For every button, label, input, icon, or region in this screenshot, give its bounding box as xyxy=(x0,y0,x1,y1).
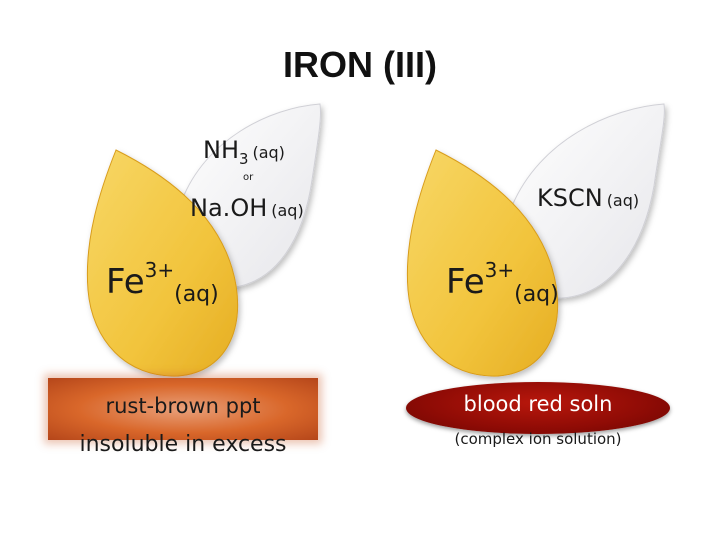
kscn-state: (aq) xyxy=(606,191,640,210)
left-reagent-nh3: NH3(aq) xyxy=(203,136,285,168)
insoluble-in-excess-text: insoluble in excess xyxy=(79,432,287,457)
blood-red-soln-text: blood red soln xyxy=(463,392,613,416)
nh3-subscript: 3 xyxy=(239,149,249,168)
or-connector: or xyxy=(243,172,254,183)
naoh-part2: OH xyxy=(230,194,268,222)
naoh-part1: Na xyxy=(190,194,223,222)
left-fe-symbol: Fe xyxy=(106,262,145,302)
naoh-state: (aq) xyxy=(271,201,304,220)
complex-ion-solution-text: (complex ion solution) xyxy=(454,430,622,448)
right-leaf-group xyxy=(406,103,665,377)
left-leaf-group xyxy=(86,103,321,377)
left-fe-charge: 3+ xyxy=(144,258,175,282)
left-reagent-naoh: Na.OH(aq) xyxy=(190,194,304,222)
nh3-state: (aq) xyxy=(252,143,285,162)
page-title: IRON (III) xyxy=(283,44,437,85)
right-reagent-kscn: KSCN(aq) xyxy=(537,184,639,212)
right-fe-symbol: Fe xyxy=(446,262,485,302)
rust-brown-result-box xyxy=(48,378,318,440)
right-fe-charge: 3+ xyxy=(484,258,515,282)
left-yellow-leaf xyxy=(86,149,239,377)
nh3-formula: NH xyxy=(203,136,239,164)
naoh-dot: . xyxy=(222,194,231,222)
left-fe3-ion: Fe3+(aq) xyxy=(106,258,219,307)
right-fe3-ion: Fe3+(aq) xyxy=(446,258,559,307)
left-fe-state: (aq) xyxy=(174,282,219,307)
blood-red-oval: blood red soln xyxy=(406,382,670,434)
rust-brown-ppt-text: rust-brown ppt xyxy=(105,394,261,418)
right-fe-state: (aq) xyxy=(514,282,559,307)
right-yellow-leaf xyxy=(406,149,559,377)
kscn-formula: KSCN xyxy=(537,184,603,212)
